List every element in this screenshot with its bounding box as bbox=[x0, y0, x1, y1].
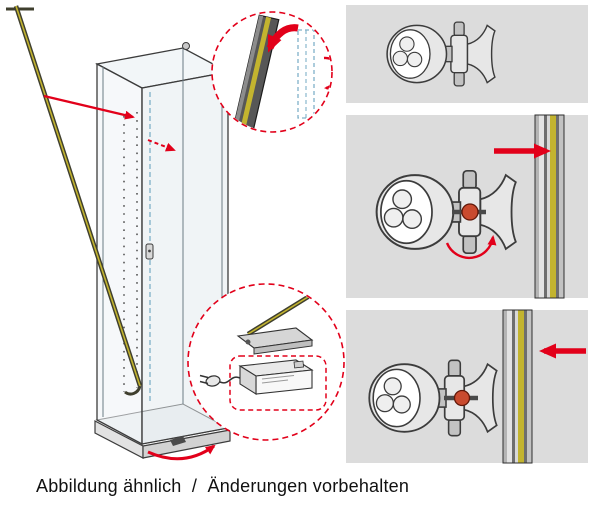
plinth-front-right bbox=[142, 429, 231, 459]
assembly-diagram bbox=[6, 5, 588, 464]
rod-hook-end bbox=[124, 385, 142, 396]
mounting-rail bbox=[534, 114, 565, 299]
floor-anchor bbox=[170, 436, 186, 446]
position-dashed-arrow bbox=[147, 139, 176, 152]
callout-border bbox=[187, 283, 345, 441]
mounting-rail bbox=[502, 309, 533, 464]
converter-box bbox=[238, 359, 314, 395]
highlight-box bbox=[229, 355, 327, 411]
step-panel-3 bbox=[346, 309, 588, 464]
caption-text: Abbildung ähnlich / Änderungen vorbehalt… bbox=[36, 476, 410, 496]
profile-ghost-outline bbox=[297, 29, 315, 119]
detail-callout-bottom bbox=[187, 283, 345, 441]
insert-rod-arrow bbox=[43, 94, 135, 120]
locking-knob bbox=[453, 389, 471, 407]
profile-rod bbox=[6, 5, 143, 396]
insert-direction-arrow bbox=[266, 24, 299, 53]
callout-border bbox=[211, 11, 333, 133]
detail-callout-top bbox=[211, 11, 333, 133]
locking-knob bbox=[461, 203, 479, 221]
ceiling-plate bbox=[236, 327, 314, 355]
cabinet-glass-front bbox=[96, 62, 143, 446]
door-swing-arrow bbox=[147, 444, 216, 461]
power-plug bbox=[199, 374, 241, 387]
step-panel-1 bbox=[346, 5, 588, 103]
profile-rail-graphic bbox=[232, 14, 280, 131]
rotate-knob-arrow bbox=[445, 235, 497, 260]
rod-yellow-stripe bbox=[15, 5, 141, 387]
top-hinge bbox=[182, 42, 190, 50]
main-arrows bbox=[43, 94, 216, 461]
step-panel-2 bbox=[346, 114, 588, 299]
